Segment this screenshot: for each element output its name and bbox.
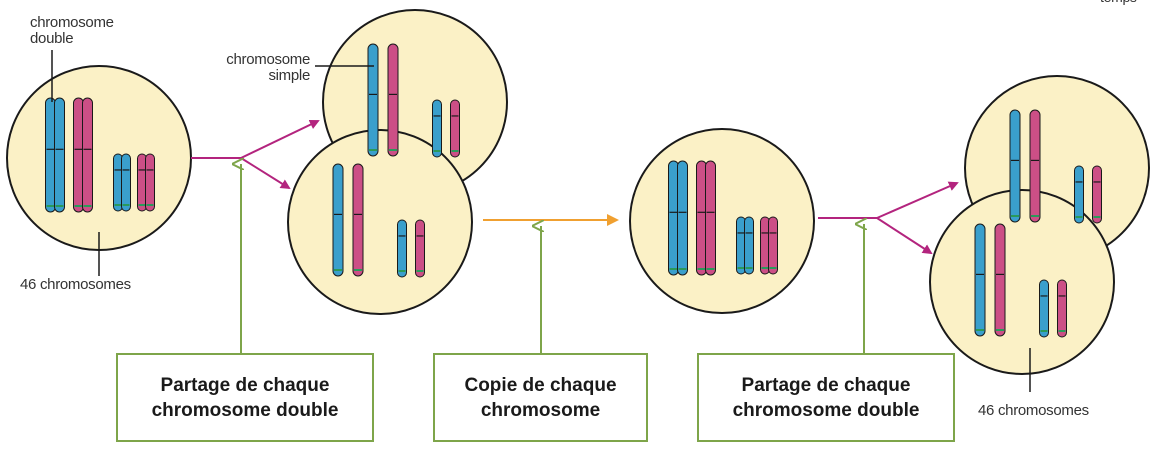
step-2-line-2: chromosome [480,399,601,421]
chromatid-23 [768,216,778,275]
label-double-line-2: double [30,30,74,47]
step-3-line-2: chromosome double [732,399,920,421]
cell-replicated-middle [629,128,815,314]
cell-daughter-bottom-right [929,189,1115,375]
step-3-line-1: Partage de chaque [741,374,911,396]
label-double-chromosome: chromosome double [30,15,114,47]
label-simple-line-1: chromosome [226,51,310,68]
chromatid-27 [1092,165,1102,224]
label-count-left: 46 chromosomes [20,276,131,293]
label-corner-fragment: temps [1100,0,1137,5]
chromatid-13 [352,163,364,277]
chromosome-layer [45,43,1102,338]
chromatid-25 [1029,109,1041,223]
chromatid-1 [54,97,65,213]
chromatid-21 [744,216,754,275]
cell-mother-left [6,65,192,251]
chromatid-11 [450,99,460,158]
chromatid-12 [332,163,344,277]
chromatid-29 [994,223,1006,337]
chromatid-17 [677,160,688,276]
chromatid-3 [82,97,93,213]
chromatid-7 [145,153,155,212]
chromatid-28 [974,223,986,337]
step-box-3: Partage de chaque chromosome double [697,353,955,442]
label-simple-line-2: simple [268,67,310,84]
chromatid-10 [432,99,442,158]
label-double-line-1: chromosome [30,14,114,31]
step-box-2: Copie de chaque chromosome [433,353,648,442]
chromatid-8 [367,43,379,157]
chromatid-14 [397,219,407,278]
label-count-right: 46 chromosomes [978,402,1089,419]
division-arrow-right-up [876,181,959,219]
step-2-line-1: Copie de chaque [464,374,617,396]
division-arrow-left-up [240,119,320,159]
chromatid-26 [1074,165,1084,224]
division-arrow-right-down [876,217,933,255]
label-simple-chromosome: chromosome simple [190,52,310,84]
chromatid-19 [705,160,716,276]
division-arrow-left-down [240,157,291,190]
chromatid-30 [1039,279,1049,338]
cell-daughter-bottom [287,129,473,315]
chromatid-9 [387,43,399,157]
step-1-line-1: Partage de chaque [160,374,330,396]
step-1-line-2: chromosome double [151,399,339,421]
chromatid-15 [415,219,425,278]
chromatid-31 [1057,279,1067,338]
step-box-1: Partage de chaque chromosome double [116,353,374,442]
chromatid-5 [121,153,131,212]
chromatid-24 [1009,109,1021,223]
